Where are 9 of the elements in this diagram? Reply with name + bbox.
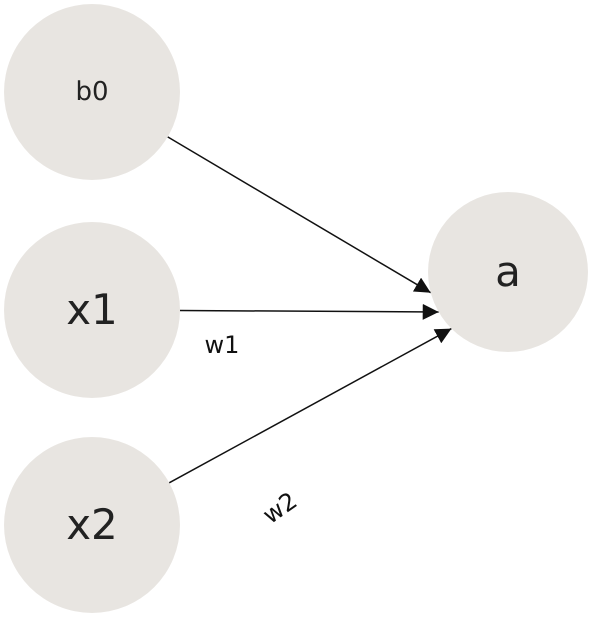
arrow [168, 328, 452, 484]
node-label: b0 [75, 79, 109, 105]
edge-label: w1 [204, 332, 240, 358]
arrow [180, 304, 439, 320]
edge-label: w2 [256, 486, 304, 530]
node-label: a [495, 251, 521, 293]
node-label: x2 [66, 504, 118, 546]
node-label: x1 [66, 289, 118, 331]
arrow [167, 136, 432, 294]
